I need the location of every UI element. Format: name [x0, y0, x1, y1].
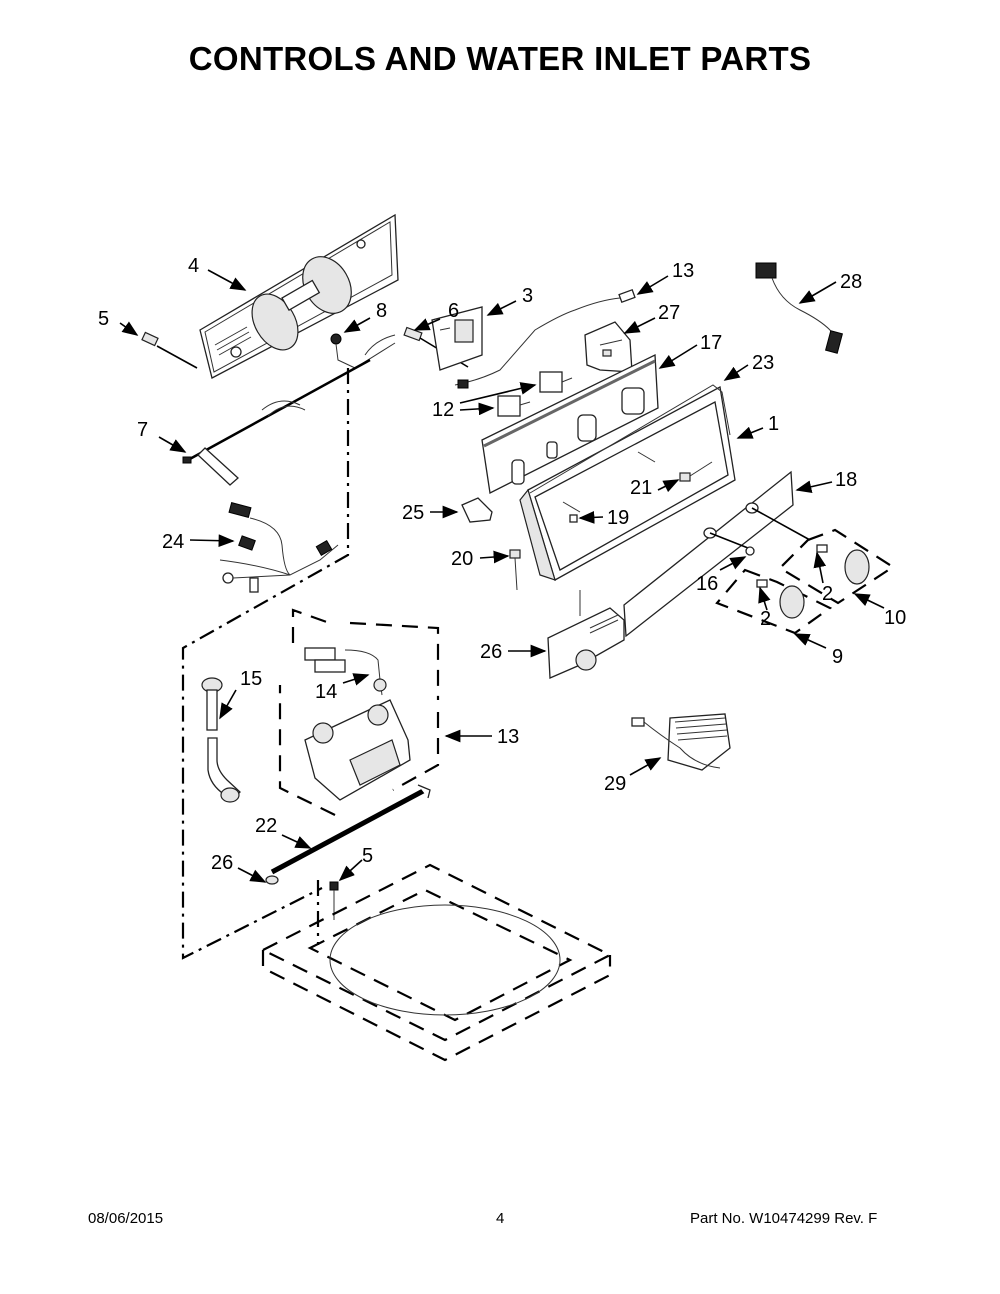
washer-top-reference	[260, 863, 613, 1062]
callout-17: 17	[700, 332, 722, 354]
part-13-valve-group	[278, 608, 440, 816]
footer-part-number: Part No. W10474299 Rev. F	[690, 1210, 878, 1227]
callout-23: 25	[402, 502, 424, 524]
callout-15: 16	[696, 573, 718, 595]
callout-5: 5	[98, 308, 109, 330]
callout-5-lower: 5	[362, 845, 373, 867]
footer-date: 08/06/2015	[88, 1210, 164, 1227]
part-10-knob-assembly	[778, 528, 896, 605]
callout-6: 6	[448, 300, 459, 322]
callout-14-label: 14	[315, 681, 337, 703]
callout-11: 12	[432, 399, 454, 421]
callout-26-id: 26	[211, 852, 233, 874]
part-12-wiring	[454, 289, 636, 389]
part-26-clamp	[265, 875, 279, 885]
part-25-tube	[270, 784, 431, 875]
part-3-control-board	[431, 306, 483, 371]
part-23-clip	[461, 497, 493, 523]
callout-24: 26	[480, 641, 502, 663]
callout-7: 7	[137, 419, 148, 441]
assembly-reference-line	[181, 368, 350, 960]
callout-28: 28	[840, 271, 862, 293]
part-17-console-panel	[481, 353, 659, 494]
callout-27: 27	[658, 302, 680, 324]
part-9-knob-assembly	[715, 568, 833, 635]
part-20-screw-lower	[509, 549, 521, 591]
callout-2-lower: 2	[760, 608, 771, 630]
part-4-rear-panel	[199, 213, 399, 379]
callout-labels: 4 5 8 6 5 3 13 27 17 23 28 12 7 1 21 18 …	[98, 255, 906, 867]
part-18-overlay	[623, 470, 811, 638]
part-22-harness	[219, 501, 339, 593]
part-7-cable	[182, 358, 371, 486]
page-title: CONTROLS AND WATER INLET PARTS	[188, 40, 812, 77]
callout-25: 22	[255, 815, 277, 837]
water-valve	[304, 699, 411, 801]
callout-19: 19	[607, 507, 629, 529]
part-28-harness	[755, 262, 843, 354]
footer-page-number: 4	[496, 1210, 505, 1227]
part-11-switch-lower	[497, 395, 531, 417]
callout-8: 8	[376, 300, 387, 322]
callout-29: 29	[604, 773, 626, 795]
part-21-trim	[529, 384, 731, 494]
callout-18: 18	[835, 469, 857, 491]
part-20-screw-upper	[679, 461, 713, 482]
callout-22: 24	[162, 531, 184, 553]
leader-lines	[119, 269, 885, 883]
callout-3-label: 3	[522, 285, 533, 307]
callout-13-id: 13	[497, 726, 519, 748]
callout-9: 9	[832, 646, 843, 668]
part-14-valve-harness	[304, 647, 387, 696]
callout-20-upper: 21	[630, 477, 652, 499]
callout-10: 10	[884, 607, 906, 629]
part-19-clip	[569, 514, 578, 523]
part-8-ground-wire	[330, 333, 396, 369]
callout-4: 4	[188, 255, 199, 277]
part-24-interface-board	[547, 590, 625, 679]
callout-1: 1	[768, 413, 779, 435]
callout-2-upper: 2	[822, 583, 833, 605]
callout-12: 13	[672, 260, 694, 282]
part-5-screw	[141, 331, 198, 369]
part-1-console-housing	[519, 385, 736, 581]
callout-20-lower: 20	[451, 548, 473, 570]
callout-16-label: 15	[240, 668, 262, 690]
part-16-hose	[201, 677, 241, 803]
part-11-switch-upper	[539, 371, 573, 393]
part-27-bracket	[584, 321, 633, 373]
callout-21: 23	[752, 352, 774, 374]
part-15-pin	[745, 546, 755, 556]
part-29-sensor	[631, 713, 731, 771]
